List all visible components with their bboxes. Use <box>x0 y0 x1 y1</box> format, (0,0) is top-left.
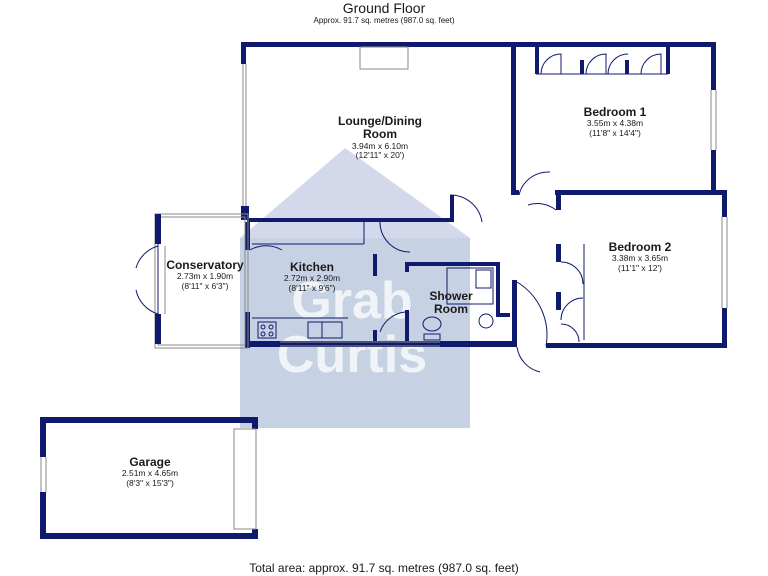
room-conservatory-name: Conservatory <box>166 258 244 272</box>
room-bedroom2-metric: 3.38m x 3.65m <box>611 253 669 264</box>
room-garage-metric: 2.51m x 4.65m <box>121 468 179 479</box>
room-shower-name: Shower Room <box>429 289 473 317</box>
room-bedroom2-name: Bedroom 2 <box>608 240 672 254</box>
total-area: Total area: approx. 91.7 sq. metres (987… <box>249 561 519 575</box>
room-lounge-metric: 3.94m x 6.10m <box>351 140 409 151</box>
floor-title: Ground Floor <box>342 0 426 16</box>
floor-area-subtitle: Approx. 91.7 sq. metres (987.0 sq. feet) <box>313 16 455 25</box>
room-garage-name: Garage <box>129 455 171 469</box>
room-bedroom2: Bedroom 2 3.38m x 3.65m (11'1" x 12') <box>585 240 695 273</box>
room-lounge-name: Lounge/Dining Room <box>338 114 422 142</box>
room-bedroom1-metric: 3.55m x 4.38m <box>586 118 644 129</box>
room-lounge: Lounge/Dining Room 3.94m x 6.10m (12'11"… <box>300 114 460 161</box>
room-bedroom2-imperial: (11'1" x 12') <box>618 262 662 273</box>
room-garage-imperial: (8'3" x 15'3") <box>126 477 174 488</box>
room-kitchen-metric: 2.72m x 2.90m <box>283 273 341 284</box>
room-kitchen-imperial: (8'11" x 9'6") <box>288 282 336 293</box>
room-bedroom1: Bedroom 1 3.55m x 4.38m (11'8" x 14'4") <box>560 105 670 138</box>
room-garage: Garage 2.51m x 4.65m (8'3" x 15'3") <box>90 455 210 488</box>
room-kitchen: Kitchen 2.72m x 2.90m (8'11" x 9'6") <box>262 260 362 293</box>
room-bedroom1-name: Bedroom 1 <box>583 105 647 119</box>
walls <box>40 42 727 539</box>
room-conservatory-metric: 2.73m x 1.90m <box>176 271 234 282</box>
room-shower: Shower Room <box>418 289 484 317</box>
room-kitchen-name: Kitchen <box>289 260 334 274</box>
fittings <box>40 46 728 530</box>
room-lounge-imperial: (12'11" x 20') <box>355 150 405 161</box>
watermark-text-2: Curtis <box>277 326 427 384</box>
watermark-text-1: Grab <box>291 272 412 330</box>
room-conservatory: Conservatory 2.73m x 1.90m (8'11" x 6'3"… <box>158 258 252 291</box>
room-conservatory-imperial: (8'11" x 6'3") <box>181 280 229 291</box>
room-bedroom1-imperial: (11'8" x 14'4") <box>589 127 641 138</box>
